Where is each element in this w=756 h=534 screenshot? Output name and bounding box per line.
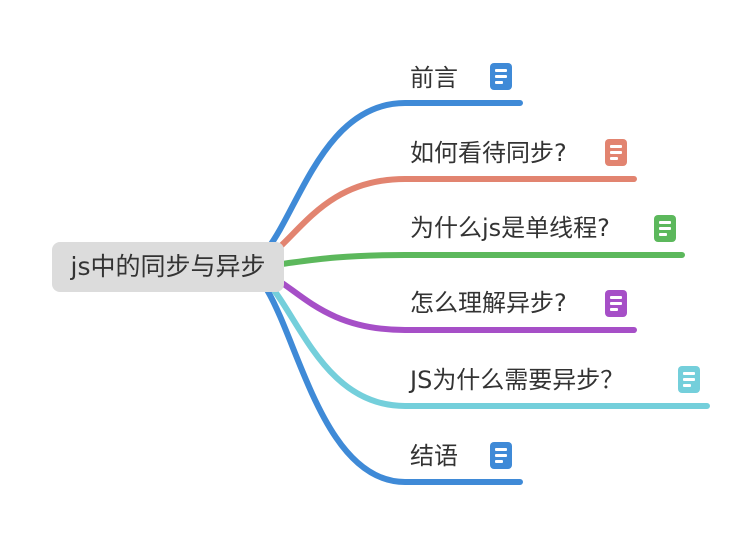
note-icon[interactable] xyxy=(605,290,627,317)
branch-label: 如何看待同步? xyxy=(410,139,567,167)
note-icon[interactable] xyxy=(490,63,512,90)
branch-label: 前言 xyxy=(410,64,458,92)
note-icon[interactable] xyxy=(490,442,512,469)
branch-connector xyxy=(237,252,685,270)
branch-label: 为什么js是单线程? xyxy=(410,214,610,242)
note-icon[interactable] xyxy=(678,366,700,393)
branch-topic-async[interactable]: 怎么理解异步? xyxy=(410,285,567,321)
branch-topic-single-thread[interactable]: 为什么js是单线程? xyxy=(410,210,610,246)
branch-label: 怎么理解异步? xyxy=(410,289,567,317)
branch-topic-conclusion[interactable]: 结语 xyxy=(410,438,458,474)
branch-topic-why-async[interactable]: JS为什么需要异步？ xyxy=(410,362,624,398)
branch-label: 结语 xyxy=(410,442,458,470)
branch-topic-sync[interactable]: 如何看待同步? xyxy=(410,135,567,171)
note-icon[interactable] xyxy=(654,215,676,242)
note-icon[interactable] xyxy=(605,139,627,166)
branch-label: JS为什么需要异步？ xyxy=(410,366,625,394)
branch-topic-preface[interactable]: 前言 xyxy=(410,60,458,96)
root-topic[interactable]: js中的同步与异步 xyxy=(52,242,284,292)
